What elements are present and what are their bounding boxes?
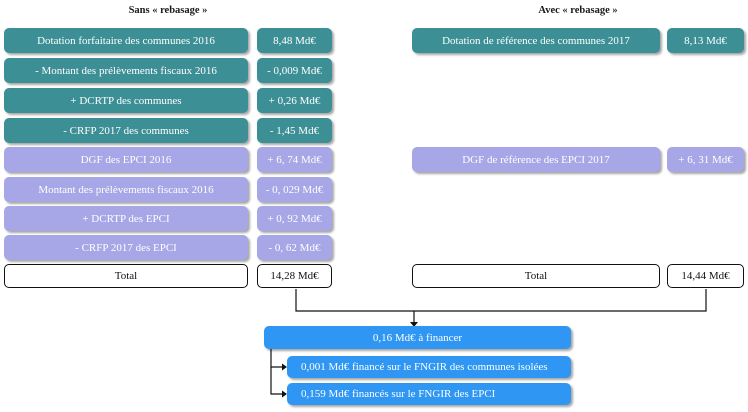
left-label-prelevements-epci: Montant des prélèvements fiscaux 2016	[4, 177, 248, 202]
left-value-dcrtp-communes: + 0,26 Md€	[257, 88, 332, 113]
left-label-dgf-epci: DGF des EPCI 2016	[4, 147, 248, 172]
connector-to-sub1	[270, 349, 283, 368]
arrowhead-sub1	[282, 363, 287, 371]
left-value-prelevements-epci: - 0, 029 Md€	[257, 177, 332, 202]
right-label-dgf-reference-epci: DGF de référence des EPCI 2017	[412, 147, 660, 172]
arrowhead-sub2	[282, 390, 287, 398]
left-label-crfp-epci: - CRFP 2017 des EPCI	[4, 235, 248, 260]
right-value-dotation-reference: 8,13 Md€	[667, 28, 744, 53]
connector-right-total	[414, 289, 707, 312]
left-label-dcrtp-epci: + DCRTP des EPCI	[4, 206, 248, 231]
left-value-dgf-epci: + 6, 74 Md€	[257, 147, 332, 172]
left-value-dotation-forfaitaire: 8,48 Md€	[257, 28, 332, 53]
left-label-dcrtp-communes: + DCRTP des communes	[4, 88, 248, 113]
arrowhead-result	[410, 322, 418, 327]
result-fngir-communes: 0,001 Md€ financé sur le FNGIR des commu…	[287, 356, 571, 378]
connector-left-total	[295, 289, 414, 312]
left-value-crfp-communes: - 1,45 Md€	[257, 118, 332, 143]
header-without-rebasing: Sans « rebasage »	[128, 5, 208, 16]
right-total-value: 14,44 Md€	[667, 264, 744, 288]
left-label-dotation-forfaitaire: Dotation forfaitaire des communes 2016	[4, 28, 248, 53]
left-total-value: 14,28 Md€	[257, 264, 332, 288]
result-to-finance: 0,16 Md€ à financer	[264, 326, 571, 349]
result-fngir-epci: 0,159 Md€ financés sur le FNGIR des EPCI	[287, 383, 571, 405]
left-label-prelevements-communes: - Montant des prélèvements fiscaux 2016	[4, 58, 248, 83]
right-value-dgf-reference-epci: + 6, 31 Md€	[667, 147, 744, 172]
left-label-crfp-communes: - CRFP 2017 des communes	[4, 118, 248, 143]
connector-to-sub2	[270, 367, 283, 395]
left-total-label: Total	[4, 264, 248, 288]
right-total-label: Total	[412, 264, 660, 288]
left-value-prelevements-communes: - 0,009 Md€	[257, 58, 332, 83]
right-label-dotation-reference: Dotation de référence des communes 2017	[412, 28, 660, 53]
header-with-rebasing: Avec « rebasage »	[538, 5, 618, 16]
left-value-dcrtp-epci: + 0, 92 Md€	[257, 206, 332, 231]
left-value-crfp-epci: - 0, 62 Md€	[257, 235, 332, 260]
